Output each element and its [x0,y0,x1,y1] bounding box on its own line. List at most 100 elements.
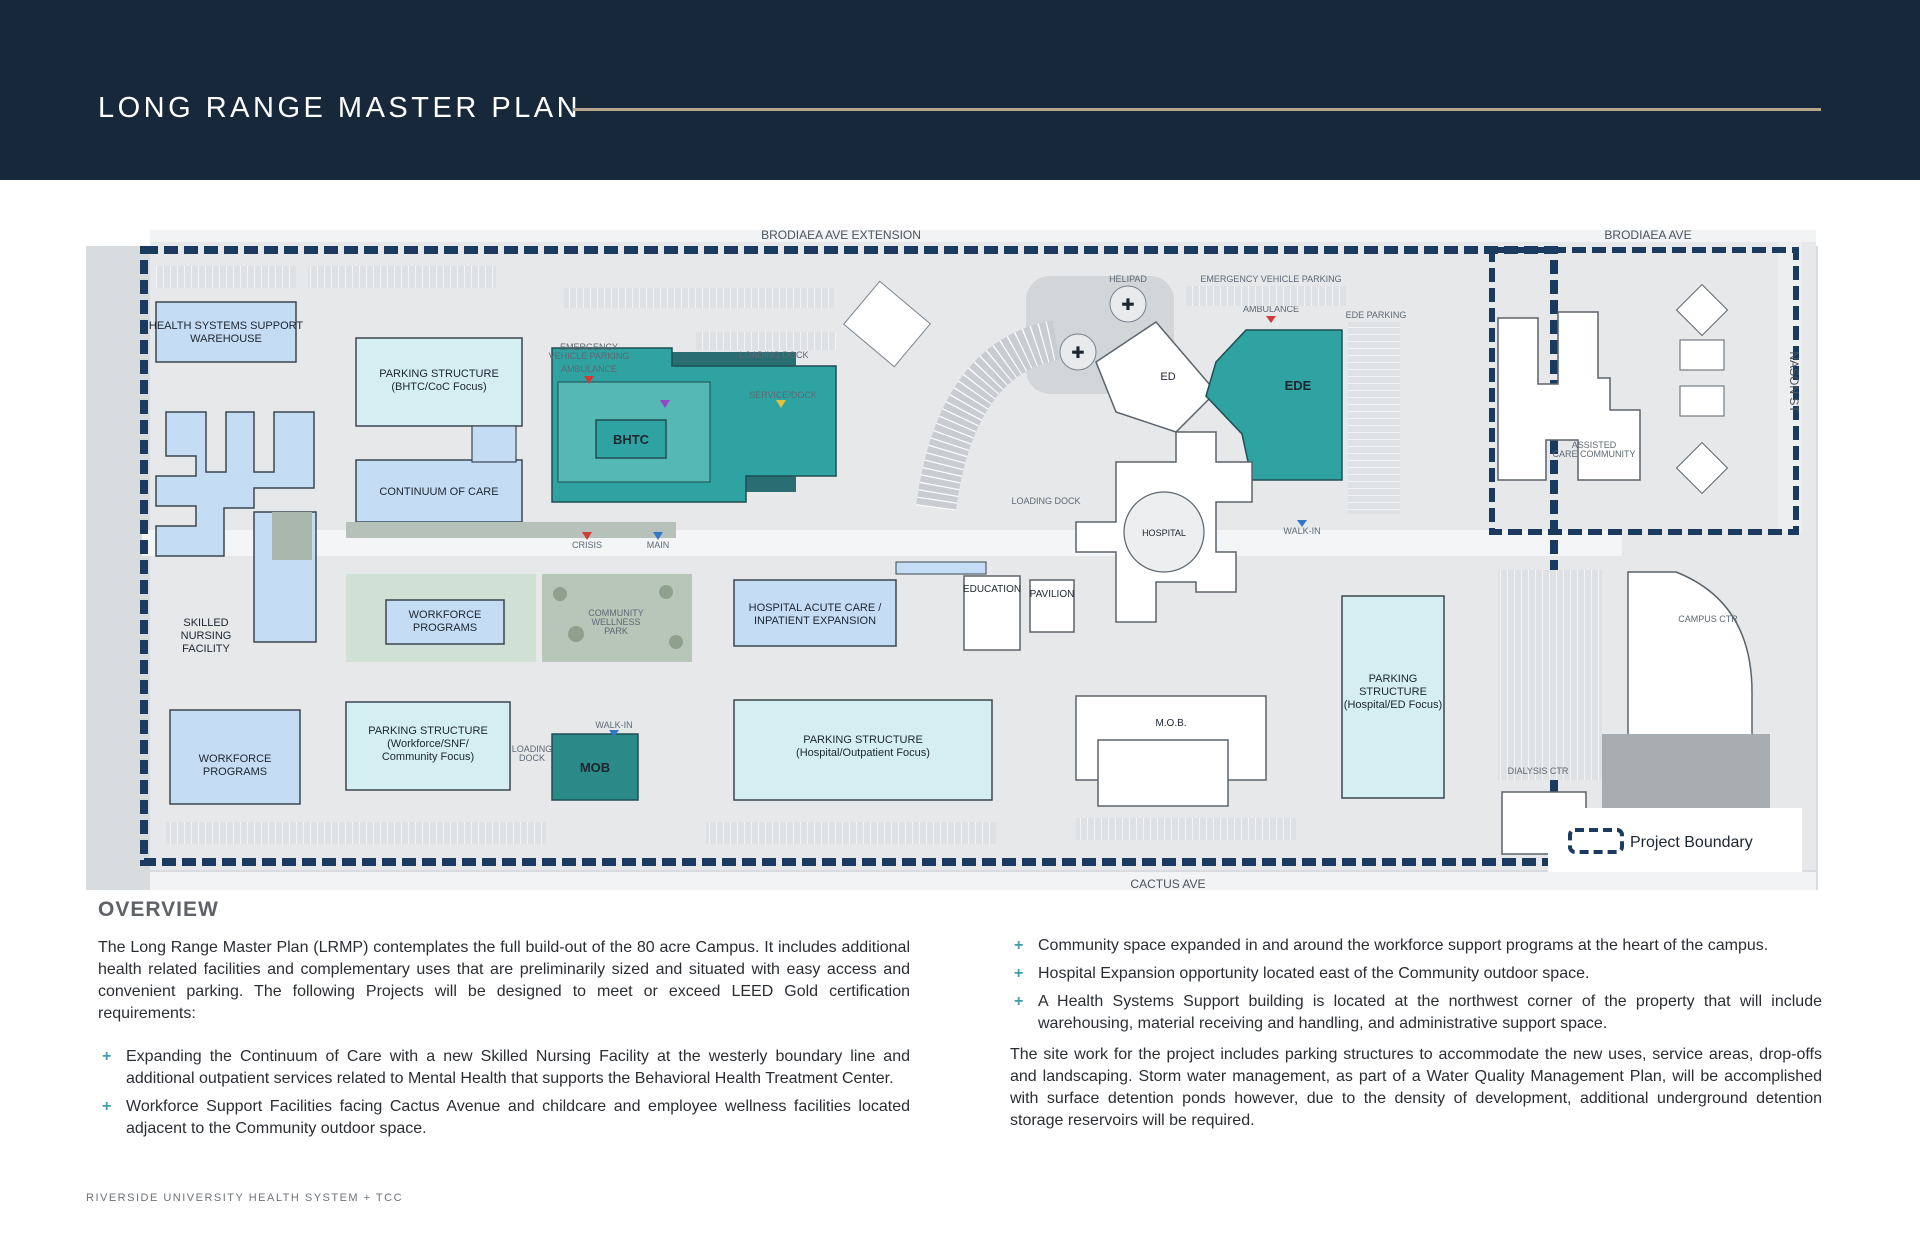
plus-icon: + [102,1098,112,1115]
acute-connector [895,561,987,575]
mob-new [551,733,639,801]
crisis-label: CRISIS [572,540,602,550]
assisted-diamond-2 [1675,441,1729,495]
mob-existing-wing [1097,739,1229,807]
park-tree [659,585,673,599]
ede-label: EDE [1285,378,1312,393]
ambulance-marker-2 [1266,316,1276,323]
plus-icon: + [1014,993,1024,1010]
list-item: +Hospital Expansion opportunity located … [1010,963,1822,985]
parking-structure-bhtc [355,337,523,427]
park-tree [553,587,567,601]
pavilion-label: PAVILION [1030,589,1075,600]
campus-ctr [1627,571,1753,777]
list-item: +Community space expanded in and around … [1010,935,1822,957]
skilled-nursing-facility [155,411,315,557]
hss-warehouse [155,301,297,363]
dialysis-ctr-label: DIALYSIS CTR [1508,766,1569,776]
walk-in-marker-1 [609,730,619,737]
street-cactus: CACTUS AVE [1130,877,1205,890]
main-marker [653,532,663,540]
overview-intro: The Long Range Master Plan (LRMP) contem… [98,939,910,1022]
project-boundary [140,246,1558,866]
ed-building-label: ED [1160,371,1175,383]
service-marker-1 [660,400,670,408]
cactus-road [150,872,1816,890]
left-bullet-list: +Expanding the Continuum of Care with a … [98,1046,910,1146]
parking-bhtc-north [564,288,834,308]
bhtc-label-box [595,419,667,459]
service-marker-2 [776,400,786,408]
service-dock-label: SERVICE/DOCK [749,390,817,400]
pavilion-building [1029,579,1075,633]
brodiaea-road [150,230,1816,242]
legend-box [1548,808,1802,872]
parking-ede [1348,322,1400,514]
header-divider [573,108,1821,111]
right-bullet-list: +Community space expanded in and around … [1010,935,1822,1041]
hospital-label: HOSPITAL [1142,528,1186,538]
assisted-care-community [1497,311,1641,481]
parking-bhtc-east [696,332,836,350]
ede-building [1205,329,1343,481]
continuum-of-care [355,459,523,523]
list-item: +Expanding the Continuum of Care with a … [102,1048,910,1087]
parking-nw-2 [308,266,496,288]
header-band: LONG RANGE MASTER PLAN [0,0,1920,180]
helipad-cross-1: ✚ [1121,297,1134,314]
ed-building [1095,321,1218,433]
walk-in-marker-2 [1297,520,1307,527]
ambulance-label-1: AMBULANCE [561,364,617,374]
helipad-circle-2 [1059,333,1097,371]
helipad-circle-1 [1109,285,1147,323]
parking-south-1 [166,822,546,844]
assisted-diamond-1 [1675,283,1729,337]
workforce-programs-sw [169,709,301,805]
street-brodiaea: BRODIAEA AVE [1604,228,1691,242]
acute-care-label: HOSPITAL ACUTE CARE /INPATIENT EXPANSION [749,602,883,627]
plus-icon: + [102,1048,112,1065]
park-tree [568,626,584,642]
page-title: LONG RANGE MASTER PLAN [98,92,582,124]
loading-dock-label-1: LOADING DOCK [739,350,808,360]
parking-structure-workforce [345,701,511,791]
ede-parking-label: EDE PARKING [1346,310,1407,320]
parking-emergency [1186,286,1346,306]
bhtc-label: BHTC [613,432,650,447]
plus-icon: + [1014,937,1024,954]
green-bhtc-court [346,522,676,538]
walk-in-label-1: WALK-IN [595,720,632,730]
list-item: +A Health Systems Support building is lo… [1014,993,1822,1032]
street-brodiaea-extension: BRODIAEA AVE EXTENSION [761,228,921,242]
education-label: EDUCATION [963,584,1021,595]
main-label: MAIN [647,540,670,550]
crisis-marker [582,532,592,540]
parking-bhtc-label: PARKING STRUCTURE(BHTC/CoC Focus) [379,368,499,393]
park-tree [669,635,683,649]
footer-credit: RIVERSIDE UNIVERSITY HEALTH SYSTEM + TCC [86,1192,404,1204]
parking-structure-ed [1341,595,1445,799]
parking-south-3 [1076,818,1296,840]
mob-green-1 [843,280,931,368]
helipad-label: HELIPAD [1109,274,1147,284]
mob-new-label: MOB [580,760,610,775]
continuum-connector [471,425,517,463]
overview-heading: OVERVIEW [98,898,219,921]
legend-label: Project Boundary [1630,834,1753,851]
ambulance-label-2: AMBULANCE [1243,304,1299,314]
parking-nw-1 [156,266,296,288]
project-boundary-east [1489,247,1799,535]
loading-dock-label-2: LOADING DOCK [1011,496,1080,506]
parking-arc [916,320,1061,511]
education-building [963,575,1021,651]
